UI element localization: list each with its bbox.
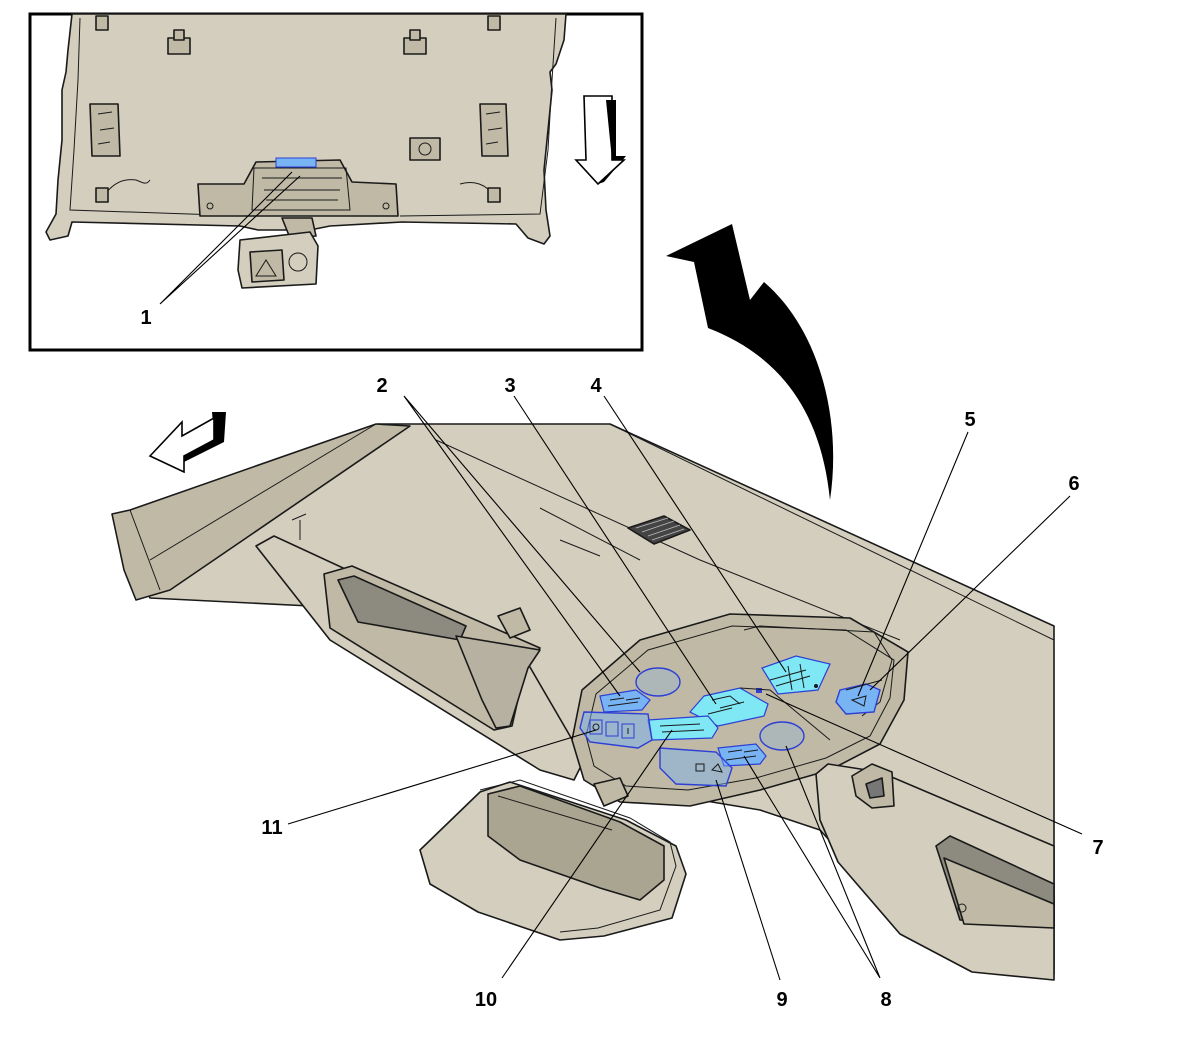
sunroof-switch xyxy=(761,655,831,695)
leader-2 xyxy=(403,395,641,697)
inset-clip-left xyxy=(167,29,191,55)
leader-4 xyxy=(603,395,787,673)
callout-3: 3 xyxy=(504,375,515,397)
leader-9 xyxy=(715,779,781,981)
inset-wire-left xyxy=(103,179,151,197)
control-strip xyxy=(647,715,719,741)
leader-3 xyxy=(513,395,717,705)
leader-5 xyxy=(857,431,969,697)
rearview-mirror xyxy=(419,777,687,941)
inset-grab-handle-left xyxy=(89,103,121,157)
callout-10: 10 xyxy=(475,989,497,1011)
inset-grab-handle-right xyxy=(479,103,509,157)
inset-rearview-mirror xyxy=(237,217,319,289)
callout-1: 1 xyxy=(140,307,151,329)
sun-visor-right xyxy=(815,763,1055,981)
leader-11 xyxy=(287,729,597,825)
speaker-grille xyxy=(627,515,691,545)
inset-console-highlight xyxy=(275,157,317,168)
inset-console-mount xyxy=(197,159,399,217)
leader-8 xyxy=(743,745,881,979)
callout-8: 8 xyxy=(880,989,891,1011)
callout-6: 6 xyxy=(1068,473,1079,495)
callout-11: 11 xyxy=(261,817,282,839)
callout-4: 4 xyxy=(590,375,602,397)
callout-9: 9 xyxy=(776,989,787,1011)
leader-10 xyxy=(501,729,673,979)
detail-relation-arrow-icon xyxy=(666,224,834,500)
callout-7: 7 xyxy=(1092,837,1103,859)
button-bank xyxy=(579,711,653,749)
sun-visor-left xyxy=(255,513,585,781)
inset-clip-right xyxy=(403,29,427,55)
callout-2: 2 xyxy=(376,375,387,397)
leader-1 xyxy=(159,171,301,305)
reading-lamp-switch-left xyxy=(599,689,651,713)
windshield-header-rail xyxy=(111,423,411,601)
leader-7 xyxy=(765,693,1083,835)
callout-5: 5 xyxy=(964,409,975,431)
leader-6 xyxy=(869,495,1071,691)
forward-direction-arrow-icon xyxy=(148,412,226,474)
reading-lamp-switch-right xyxy=(717,743,767,767)
map-lamp-left xyxy=(635,667,681,697)
inset-detail-view: 1 xyxy=(28,12,644,352)
main-view: 2 3 4 5 6 7 8 9 10 11 xyxy=(111,375,1104,1011)
map-lamp-right xyxy=(759,721,805,751)
